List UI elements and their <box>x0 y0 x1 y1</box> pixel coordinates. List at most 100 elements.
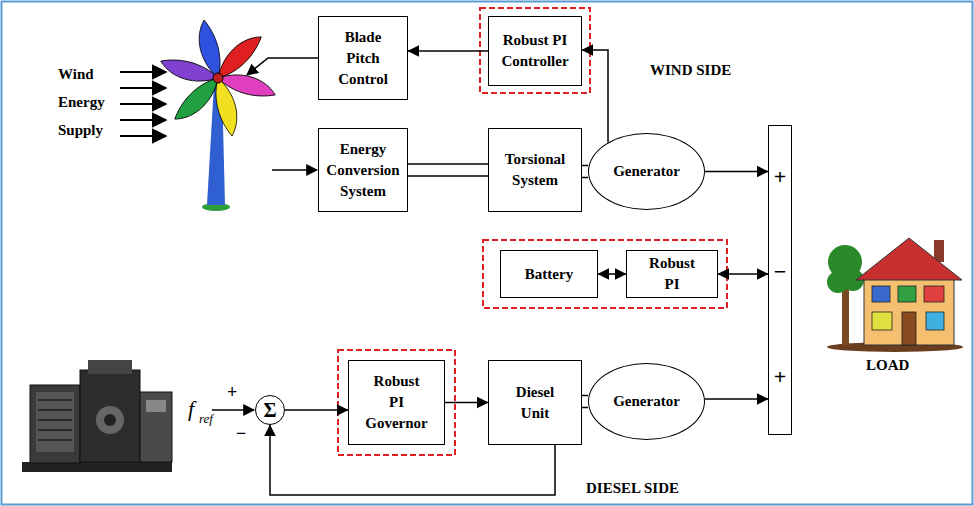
wind-arrows <box>120 135 166 137</box>
load-label: LOAD <box>866 357 909 374</box>
mechanical-links <box>247 58 318 75</box>
diesel-genset <box>22 360 172 472</box>
shaft-line <box>582 177 588 179</box>
diesel-genset <box>140 392 172 462</box>
bus-bar: +−+ <box>768 125 792 435</box>
mechanical-links <box>212 58 318 410</box>
diesel-genset <box>36 392 74 452</box>
input-label: Wind Energy Supply <box>58 60 105 144</box>
connector-line <box>445 402 488 404</box>
node-text: Energy Conversion System <box>326 139 399 202</box>
node-text: Robust PI <box>649 253 695 295</box>
diesel-genset <box>104 414 116 426</box>
load-house <box>864 276 954 345</box>
sign-label: − <box>236 423 246 444</box>
node-text: Robust PI Controller <box>501 30 568 72</box>
node-text: Generator <box>613 391 680 412</box>
wind-arrows <box>120 119 166 121</box>
diesel-genset <box>80 370 140 462</box>
robust-group-outline <box>480 8 590 93</box>
reference-subscript: ref <box>199 411 213 427</box>
connector <box>445 402 488 403</box>
generator-ellipse: Generator <box>588 363 705 440</box>
node-text: Robust PI Governor <box>365 371 427 434</box>
diesel-genset <box>38 399 72 401</box>
connector-line <box>408 50 488 52</box>
wind-arrows <box>120 103 166 105</box>
connector-line <box>705 398 768 400</box>
wind-turbine <box>213 73 223 83</box>
diesel-genset <box>38 419 72 421</box>
connector <box>582 50 608 143</box>
process-box: Blade Pitch Control <box>318 16 408 100</box>
diesel-genset <box>146 400 166 412</box>
load-house <box>856 238 962 280</box>
shaft-line <box>408 175 488 177</box>
connector-line <box>285 409 348 411</box>
shaft-line <box>582 407 588 409</box>
node-text: − <box>769 261 791 283</box>
load-house <box>902 312 916 345</box>
load-house <box>924 286 944 302</box>
section-label: DIESEL SIDE <box>586 480 679 497</box>
load-house <box>827 238 963 352</box>
node-text: Generator <box>613 161 680 182</box>
summing-junction: Σ <box>255 395 285 425</box>
shaft-line <box>408 163 488 165</box>
wind-turbine <box>158 47 219 94</box>
connector <box>598 274 626 275</box>
connector <box>408 164 488 176</box>
connector-line <box>598 273 626 275</box>
robust-group-outline <box>338 350 455 455</box>
governor-box: Robust PI Governor <box>348 360 445 445</box>
load-house <box>926 312 944 330</box>
generator-ellipse: Generator <box>588 133 705 210</box>
node-text: + <box>769 366 791 388</box>
diesel-genset <box>96 406 124 434</box>
diesel-genset <box>38 439 72 441</box>
node-text: Torsional System <box>505 149 565 191</box>
process-box: Torsional System <box>488 128 582 212</box>
node-text: Diesel Unit <box>516 382 554 424</box>
reference-symbol: f <box>188 396 194 422</box>
mechanical-links <box>272 169 317 171</box>
section-label: WIND SIDE <box>650 62 731 79</box>
wind-turbine <box>158 47 219 94</box>
controller-box: Robust PI Controller <box>488 16 582 86</box>
wind-arrows <box>120 87 166 89</box>
controller-box: Robust PI <box>626 250 718 298</box>
robust-group-outline <box>483 240 727 308</box>
diesel-genset <box>30 385 80 463</box>
connector-line <box>718 273 768 275</box>
shaft-line <box>582 165 588 167</box>
node-text: Σ <box>263 396 276 424</box>
connector <box>408 51 488 52</box>
battery-box: Battery <box>500 250 598 298</box>
process-box: Energy Conversion System <box>318 128 408 212</box>
node-text: Battery <box>525 264 573 285</box>
connector-line <box>705 171 768 173</box>
load-house <box>872 312 892 330</box>
mechanical-links <box>212 409 254 411</box>
node-text: Blade Pitch Control <box>338 27 388 90</box>
diesel-genset <box>38 400 72 440</box>
load-house <box>898 286 916 302</box>
wind-arrows <box>120 72 166 136</box>
wind-arrows <box>120 71 166 73</box>
diesel-genset <box>88 360 132 374</box>
shaft-line <box>582 395 588 397</box>
wind-turbine <box>216 78 237 136</box>
diesel-genset <box>38 429 72 431</box>
sign-label: + <box>227 382 237 403</box>
connector <box>705 399 768 400</box>
connector <box>718 274 768 275</box>
diesel-genset <box>38 409 72 411</box>
connector-line <box>582 50 608 143</box>
connector <box>285 410 348 411</box>
wind-turbine <box>158 20 277 211</box>
wind-turbine <box>216 78 237 136</box>
